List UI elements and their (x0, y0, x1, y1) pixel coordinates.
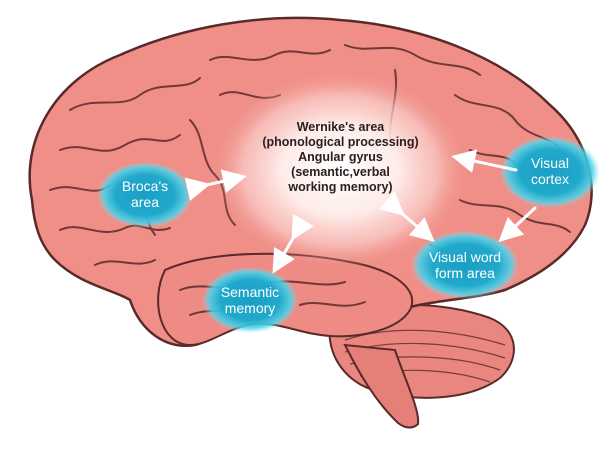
arrow-broca-center (184, 169, 247, 201)
arrow-cortex-center (451, 149, 518, 173)
arrow-center-vwfa (378, 191, 435, 242)
arrow-cortex-vwfa (498, 206, 537, 243)
wernike-angular-label: Wernike's area (phonological processing)… (262, 120, 419, 194)
brainstem (343, 343, 420, 429)
visual-word-form-blob (411, 231, 519, 299)
arrow-center-semantic (272, 214, 314, 274)
broca-area-blob (97, 162, 193, 228)
visual-cortex-blob (500, 136, 600, 208)
semantic-memory-blob (202, 267, 298, 333)
